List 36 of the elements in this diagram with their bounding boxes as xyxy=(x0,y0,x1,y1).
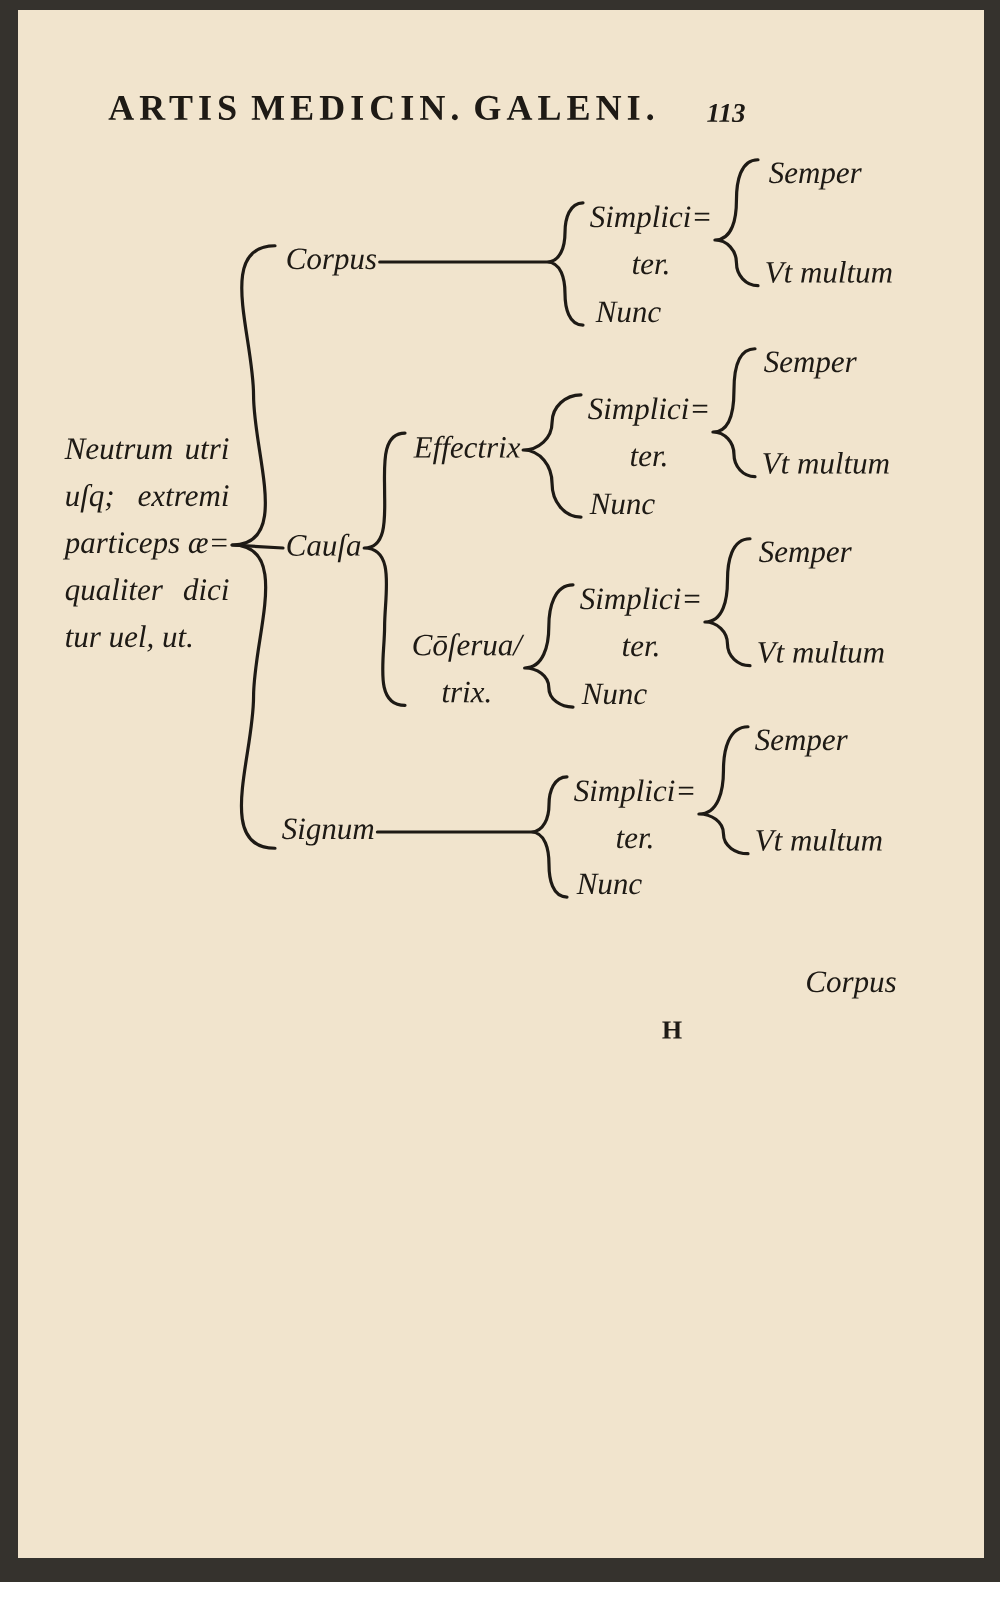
term-text: Simplici= ter. xyxy=(588,397,708,467)
term-text: Vt multum xyxy=(763,452,889,474)
description-text: Neutrum utri uſq; extremi particeps æ= qualiter dici tur uel, ut. xyxy=(62,438,229,652)
term-text: Semper xyxy=(759,541,852,569)
curly-brace xyxy=(713,158,760,288)
term-text: Semper xyxy=(755,729,848,757)
term-text: Vt multum xyxy=(756,829,882,851)
curly-brace xyxy=(230,244,285,850)
term-text: Vt multum xyxy=(758,641,884,663)
curly-brace xyxy=(375,775,569,899)
term-text: Effectrix xyxy=(413,435,521,465)
page-number: 113 xyxy=(707,103,745,123)
term-text: Simplici= ter. xyxy=(590,205,710,275)
term-text: Cauſa xyxy=(287,533,361,563)
curly-brace xyxy=(378,201,585,327)
curly-brace xyxy=(362,431,407,707)
signature-mark: H xyxy=(662,1021,682,1039)
curly-brace xyxy=(703,537,752,668)
term-text: Nunc xyxy=(595,301,661,323)
term-text: Vt multum xyxy=(766,261,892,283)
term-text: Nunc xyxy=(581,683,647,705)
term-text: Cōſerua/ trix. xyxy=(413,633,525,703)
term-text: Simplici= ter. xyxy=(574,779,694,849)
term-text: Signum xyxy=(282,818,374,846)
term-text: Semper xyxy=(764,351,857,379)
curly-brace xyxy=(521,393,583,519)
curly-brace xyxy=(711,347,757,479)
term-text: Semper xyxy=(769,162,862,190)
term-text: Nunc xyxy=(589,493,655,515)
curly-brace xyxy=(523,583,575,709)
running-head: ARTIS MEDICIN. GALENI. xyxy=(108,95,654,121)
catchword: Corpus xyxy=(807,971,896,999)
term-text: Nunc xyxy=(576,873,642,895)
curly-brace xyxy=(697,725,750,856)
term-text: Corpus xyxy=(287,248,377,276)
term-text: Simplici= ter. xyxy=(580,587,700,657)
